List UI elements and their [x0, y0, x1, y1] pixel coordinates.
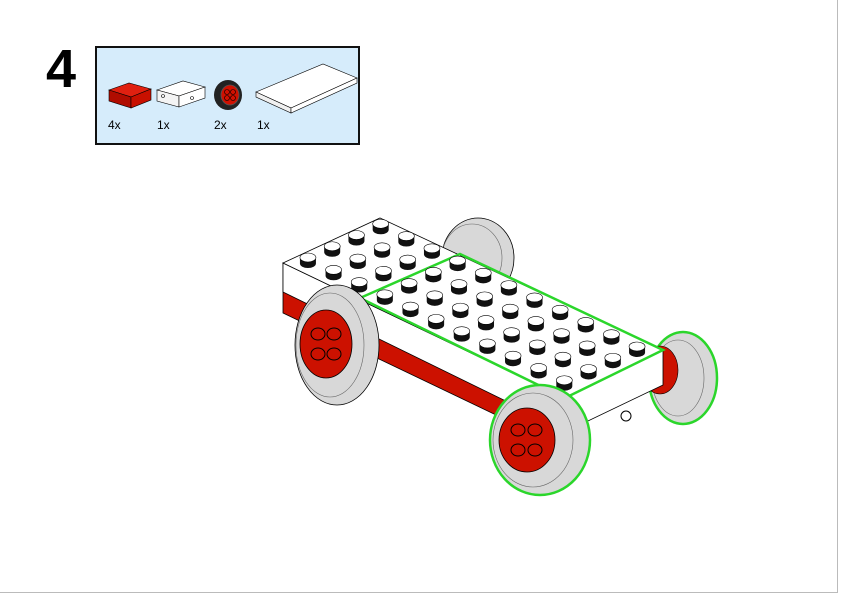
stud	[501, 303, 519, 314]
stud	[554, 351, 572, 362]
step-number: 4	[46, 39, 77, 99]
part-qty: 1x	[257, 118, 270, 132]
red-brick-icon	[108, 82, 152, 109]
stud	[528, 339, 546, 350]
stud-grid	[299, 218, 646, 391]
page-border-bottom	[0, 592, 838, 593]
stud	[604, 352, 622, 363]
stud	[323, 241, 341, 252]
stud	[423, 243, 441, 254]
part-qty: 4x	[108, 118, 121, 132]
stud	[453, 326, 471, 336]
stud	[372, 218, 389, 229]
stud	[402, 301, 419, 312]
parts-list-panel: 4x 1x 2x 1x	[95, 46, 360, 145]
stud	[477, 315, 495, 325]
stud	[527, 316, 545, 326]
stud	[479, 338, 496, 349]
stud	[553, 328, 570, 338]
stud	[325, 264, 342, 275]
stud	[450, 279, 468, 289]
stud	[349, 253, 367, 264]
stud	[476, 291, 493, 302]
stud	[578, 340, 596, 351]
stud	[399, 254, 417, 265]
stud	[427, 314, 445, 324]
stud	[530, 363, 547, 373]
page-border-right	[837, 0, 838, 593]
stud	[577, 317, 595, 327]
wheel-front-left	[294, 284, 380, 406]
stud	[452, 302, 469, 313]
stud	[400, 278, 418, 288]
stud	[449, 255, 466, 266]
white-plate-icon	[255, 63, 358, 114]
white-technic-brick-icon	[155, 80, 207, 108]
stud	[500, 280, 518, 290]
stud	[299, 252, 317, 263]
wheel-icon	[214, 80, 242, 110]
stud	[350, 277, 368, 287]
stud	[504, 350, 522, 361]
stud	[580, 364, 597, 374]
stud	[474, 268, 492, 278]
stud	[425, 267, 442, 277]
stud	[398, 231, 415, 241]
stud	[551, 304, 569, 315]
stud	[373, 242, 391, 253]
part-qty: 1x	[157, 118, 170, 132]
stud	[503, 327, 520, 337]
wheel-front-center	[488, 383, 592, 497]
part-qty: 2x	[214, 118, 227, 132]
stud	[348, 230, 365, 240]
stud	[426, 290, 444, 301]
stud	[376, 289, 394, 300]
stud	[603, 329, 620, 340]
stud	[628, 341, 646, 352]
stud	[375, 266, 392, 276]
stud	[526, 292, 543, 303]
stud	[556, 375, 573, 386]
